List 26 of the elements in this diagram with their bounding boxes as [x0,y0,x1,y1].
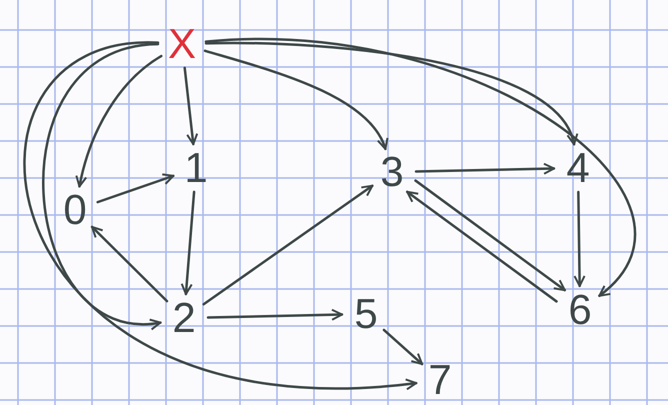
arrow [382,328,424,366]
node-label: 0 [57,188,93,232]
node-label: 6 [562,288,598,332]
node-label: 5 [348,292,384,336]
arrow [204,42,576,146]
arrow [42,42,162,329]
arrow [202,184,374,306]
arrow [204,38,636,298]
node-label: 3 [374,150,410,194]
arrow [206,308,344,321]
arrow [96,173,175,204]
arrow [204,50,388,150]
arrow [414,179,566,292]
arrow [574,190,586,288]
node-label: 4 [560,146,596,190]
arrow [183,66,198,146]
arrow [406,190,558,303]
node-label: 1 [178,146,214,190]
node-label: 2 [166,296,202,340]
arrow [414,162,556,175]
arrow [76,54,162,188]
arrow [180,190,196,296]
arrow [24,41,418,390]
node-label: X [164,22,200,66]
arrow [90,226,168,302]
node-label: 7 [422,358,458,402]
